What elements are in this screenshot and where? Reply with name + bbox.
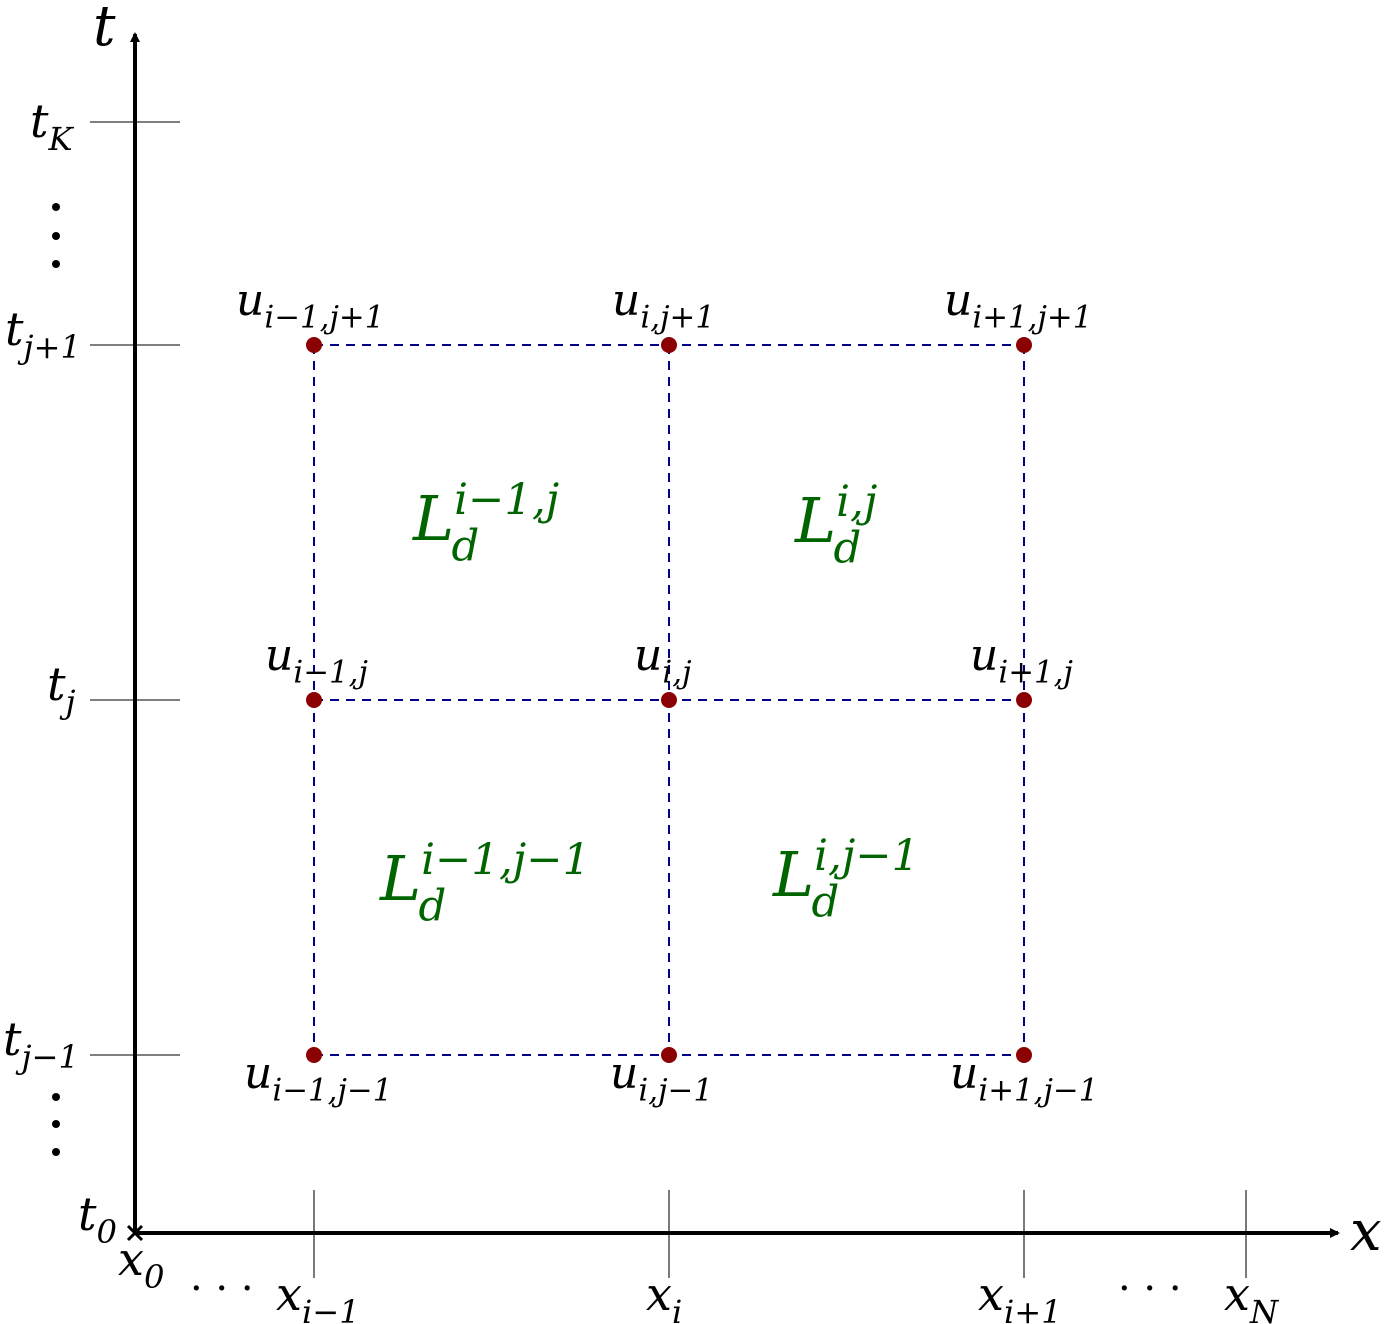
grid-node-u_im1_jm1 bbox=[306, 1047, 322, 1063]
x-tick-label: xi+1 bbox=[978, 1267, 1062, 1324]
grid-node-u_i_jm1 bbox=[661, 1047, 677, 1063]
t-tick-label: tK bbox=[30, 94, 75, 158]
x-tick-label: xi−1 bbox=[276, 1267, 360, 1324]
node-label-u_ip1_jp1: ui+1,j+1 bbox=[944, 275, 1092, 335]
t-vdots-dot bbox=[52, 260, 60, 268]
t-axis-label: t bbox=[93, 0, 116, 59]
origin-cross-icon bbox=[126, 1224, 144, 1242]
x-ellipsis: · · · bbox=[1118, 1266, 1182, 1312]
grid-node-u_ip1_j bbox=[1016, 692, 1032, 708]
x-tick-label: xN bbox=[1224, 1267, 1280, 1324]
grid-node-u_im1_jp1 bbox=[306, 337, 322, 353]
grid-node-u_ip1_jm1 bbox=[1016, 1047, 1032, 1063]
t-vdots-dot bbox=[52, 232, 60, 240]
node-label-u_i_j: ui,j bbox=[634, 630, 692, 690]
node-label-u_im1_j: ui−1,j bbox=[265, 630, 368, 690]
t-tick-label: tj−1 bbox=[3, 1012, 79, 1076]
t-tick-label: tj bbox=[47, 657, 76, 721]
grid-nodes: ui−1,j+1 ui,j+1 ui+1,j+1 ui−1,j ui,j ui+1,j ui… bbox=[236, 275, 1098, 1108]
x-ellipsis: · · · bbox=[190, 1266, 254, 1312]
grid-node-u_i_jp1 bbox=[661, 337, 677, 353]
axes bbox=[126, 32, 1340, 1242]
t-vdots-dot bbox=[52, 1093, 60, 1101]
x-tick-label: xi bbox=[646, 1267, 682, 1324]
t-origin-label: t0 bbox=[78, 1187, 117, 1251]
node-label-u_im1_jp1: ui−1,j+1 bbox=[236, 275, 384, 335]
node-label-u_im1_jm1: ui−1,j−1 bbox=[244, 1048, 392, 1108]
grid-node-u_im1_j bbox=[306, 692, 322, 708]
t-vdots-dot bbox=[52, 203, 60, 211]
node-label-u_ip1_j: ui+1,j bbox=[970, 630, 1073, 690]
x-axis-label: x bbox=[1350, 1199, 1382, 1264]
node-label-u_i_jm1: ui,j−1 bbox=[610, 1048, 713, 1108]
node-label-u_ip1_jm1: ui+1,j−1 bbox=[950, 1048, 1098, 1108]
t-vdots-dot bbox=[52, 1148, 60, 1156]
x-origin-label: x0 bbox=[118, 1232, 164, 1296]
grid-node-u_i_j bbox=[661, 692, 677, 708]
node-label-u_i_jp1: ui,j+1 bbox=[612, 275, 715, 335]
t-tick-label: tj+1 bbox=[5, 302, 81, 366]
grid-node-u_ip1_jp1 bbox=[1016, 337, 1032, 353]
t-vdots-dot bbox=[52, 1120, 60, 1128]
